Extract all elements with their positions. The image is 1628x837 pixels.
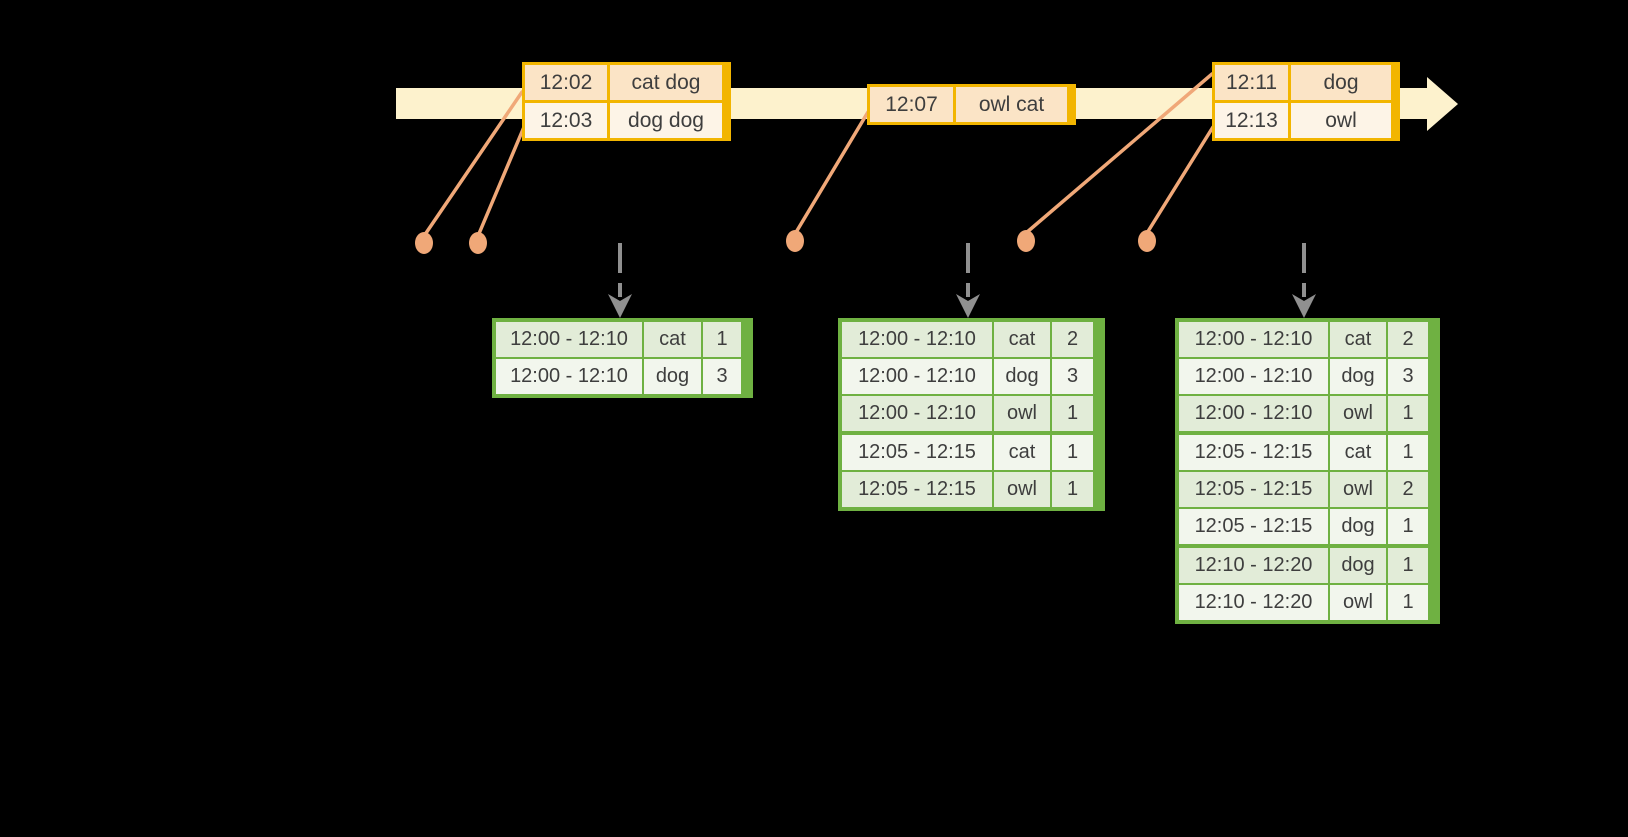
connector-line xyxy=(1024,72,1214,235)
window-cell: 12:00 - 12:10 xyxy=(842,359,992,394)
count-cell: 1 xyxy=(1388,585,1428,620)
event-words-cell: owl xyxy=(1291,103,1391,138)
word-cell: dog xyxy=(1330,548,1386,583)
result-row: 12:05 - 12:15 owl 1 xyxy=(842,472,1101,507)
window-cell: 12:00 - 12:10 xyxy=(496,359,642,394)
count-cell: 3 xyxy=(1388,359,1428,394)
event-row: 12:13 owl xyxy=(1215,103,1397,138)
window-cell: 12:00 - 12:10 xyxy=(1179,396,1328,431)
result-row: 12:05 - 12:15 owl 2 xyxy=(1179,472,1436,507)
event-time-cell: 12:11 xyxy=(1215,65,1288,100)
word-cell: owl xyxy=(1330,472,1386,507)
event-time-dots xyxy=(415,230,1156,254)
window-cell: 12:05 - 12:15 xyxy=(1179,472,1328,507)
count-cell: 1 xyxy=(703,322,741,357)
event-time-cell: 12:13 xyxy=(1215,103,1288,138)
word-cell: owl xyxy=(994,396,1050,431)
word-cell: cat xyxy=(994,435,1050,470)
result-row: 12:00 - 12:10 dog 3 xyxy=(842,359,1101,394)
count-cell: 3 xyxy=(703,359,741,394)
word-cell: cat xyxy=(1330,435,1386,470)
down-arrow-icon xyxy=(956,294,980,318)
count-cell: 1 xyxy=(1388,435,1428,470)
timeline-dot-icon xyxy=(469,232,487,254)
timeline-dot-icon xyxy=(415,232,433,254)
word-cell: owl xyxy=(994,472,1050,507)
result-row: 12:00 - 12:10 cat 2 xyxy=(842,322,1101,357)
word-cell: cat xyxy=(994,322,1050,357)
count-cell: 1 xyxy=(1052,472,1093,507)
result-table: 12:00 - 12:10 cat 2 12:00 - 12:10 dog 3 … xyxy=(838,318,1105,511)
count-cell: 3 xyxy=(1052,359,1093,394)
event-words-cell: dog dog xyxy=(610,103,722,138)
event-words-cell: cat dog xyxy=(610,65,722,100)
connector-lines xyxy=(422,72,1215,238)
event-row: 12:03 dog dog xyxy=(525,103,728,138)
window-cell: 12:05 - 12:15 xyxy=(842,472,992,507)
window-cell: 12:00 - 12:10 xyxy=(842,396,992,431)
word-cell: dog xyxy=(994,359,1050,394)
timeline-dot-icon xyxy=(786,230,804,252)
window-cell: 12:00 - 12:10 xyxy=(496,322,642,357)
result-row: 12:10 - 12:20 dog 1 xyxy=(1179,548,1436,583)
result-row: 12:00 - 12:10 dog 3 xyxy=(496,359,749,394)
word-cell: cat xyxy=(644,322,701,357)
result-table: 12:00 - 12:10 cat 1 12:00 - 12:10 dog 3 xyxy=(492,318,753,398)
result-row: 12:00 - 12:10 cat 1 xyxy=(496,322,749,357)
event-time-cell: 12:03 xyxy=(525,103,607,138)
event-time-cell: 12:02 xyxy=(525,65,607,100)
result-row: 12:00 - 12:10 owl 1 xyxy=(842,396,1101,431)
event-table: 12:07 owl cat xyxy=(867,84,1076,125)
down-arrow-icon xyxy=(608,294,632,318)
timeline-arrowhead-icon xyxy=(1427,77,1458,131)
window-cell: 12:10 - 12:20 xyxy=(1179,585,1328,620)
count-cell: 1 xyxy=(1388,509,1428,544)
result-row: 12:00 - 12:10 dog 3 xyxy=(1179,359,1436,394)
count-cell: 1 xyxy=(1388,548,1428,583)
connector-line xyxy=(793,110,870,236)
count-cell: 1 xyxy=(1052,396,1093,431)
trigger-arrows xyxy=(608,243,1316,318)
down-arrow-icon xyxy=(1292,294,1316,318)
result-row: 12:10 - 12:20 owl 1 xyxy=(1179,585,1436,620)
event-words-cell: owl cat xyxy=(956,87,1067,122)
result-row: 12:05 - 12:15 dog 1 xyxy=(1179,509,1436,544)
timeline-dot-icon xyxy=(1017,230,1035,252)
window-cell: 12:05 - 12:15 xyxy=(1179,509,1328,544)
event-row: 12:07 owl cat xyxy=(870,87,1073,122)
event-table: 12:02 cat dog 12:03 dog dog xyxy=(522,62,731,141)
event-row: 12:02 cat dog xyxy=(525,65,728,100)
connector-line xyxy=(1145,125,1215,235)
window-cell: 12:00 - 12:10 xyxy=(1179,359,1328,394)
window-cell: 12:05 - 12:15 xyxy=(842,435,992,470)
count-cell: 1 xyxy=(1052,435,1093,470)
count-cell: 2 xyxy=(1052,322,1093,357)
result-row: 12:05 - 12:15 cat 1 xyxy=(1179,435,1436,470)
event-words-cell: dog xyxy=(1291,65,1391,100)
result-row: 12:00 - 12:10 cat 2 xyxy=(1179,322,1436,357)
word-cell: cat xyxy=(1330,322,1386,357)
result-row: 12:00 - 12:10 owl 1 xyxy=(1179,396,1436,431)
result-row: 12:05 - 12:15 cat 1 xyxy=(842,435,1101,470)
window-cell: 12:10 - 12:20 xyxy=(1179,548,1328,583)
timeline-dot-icon xyxy=(1138,230,1156,252)
word-cell: dog xyxy=(1330,359,1386,394)
word-cell: owl xyxy=(1330,585,1386,620)
window-cell: 12:00 - 12:10 xyxy=(842,322,992,357)
word-cell: owl xyxy=(1330,396,1386,431)
event-table: 12:11 dog 12:13 owl xyxy=(1212,62,1400,141)
window-cell: 12:05 - 12:15 xyxy=(1179,435,1328,470)
window-cell: 12:00 - 12:10 xyxy=(1179,322,1328,357)
event-row: 12:11 dog xyxy=(1215,65,1397,100)
count-cell: 1 xyxy=(1388,396,1428,431)
count-cell: 2 xyxy=(1388,322,1428,357)
connector-line xyxy=(422,90,524,238)
word-cell: dog xyxy=(644,359,701,394)
connector-line xyxy=(476,125,526,238)
count-cell: 2 xyxy=(1388,472,1428,507)
result-table: 12:00 - 12:10 cat 2 12:00 - 12:10 dog 3 … xyxy=(1175,318,1440,624)
event-time-cell: 12:07 xyxy=(870,87,953,122)
word-cell: dog xyxy=(1330,509,1386,544)
